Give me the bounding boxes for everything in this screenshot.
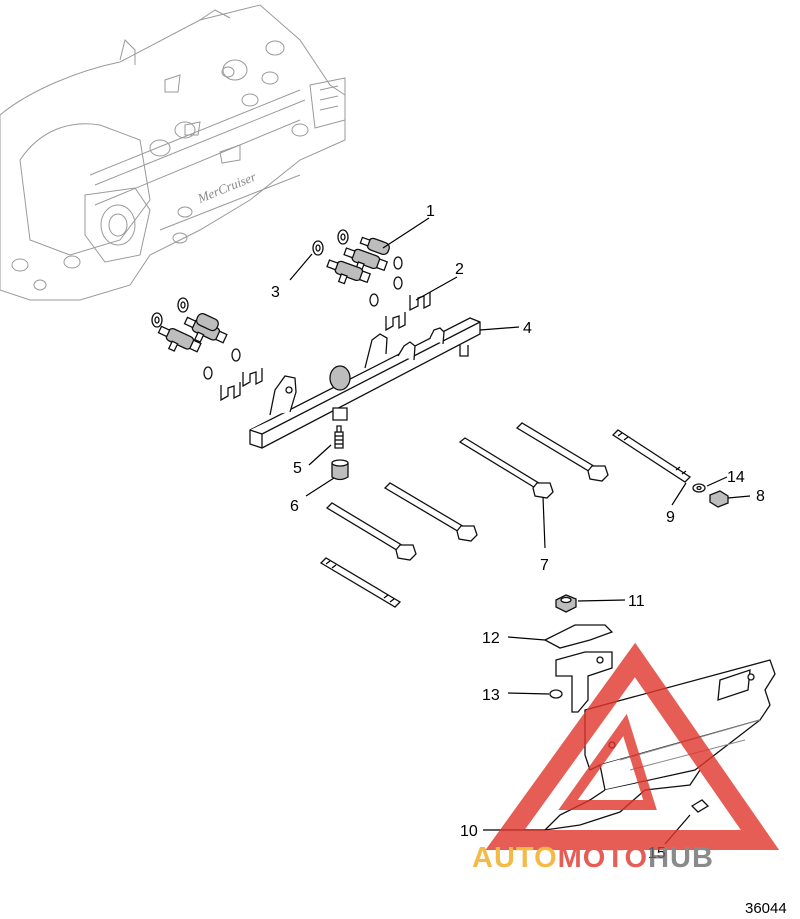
schrader-valve bbox=[334, 425, 344, 449]
callout-11: 11 bbox=[628, 593, 645, 610]
callout-labels: 1 2 3 4 5 6 7 8 9 10 11 12 13 14 15 bbox=[271, 203, 765, 862]
fuel-injector-set-upper bbox=[312, 229, 403, 307]
callout-4: 4 bbox=[523, 320, 532, 337]
callout-14: 14 bbox=[727, 469, 745, 486]
callout-3: 3 bbox=[271, 284, 280, 301]
stud-lower bbox=[319, 557, 402, 608]
figure-number: 36044 bbox=[745, 900, 787, 917]
svg-text:AUTOMOTOHUB: AUTOMOTOHUB bbox=[472, 842, 714, 874]
watermark-word-auto: AUTO bbox=[472, 842, 558, 874]
intake-manifold: MerCruiser bbox=[0, 4, 346, 301]
screw-15 bbox=[690, 799, 710, 813]
callout-5: 5 bbox=[293, 460, 302, 477]
automotohub-watermark: AUTOMOTOHUB bbox=[472, 642, 780, 874]
bolts bbox=[319, 422, 692, 608]
washer-14 bbox=[692, 483, 706, 493]
nut-11 bbox=[555, 594, 577, 613]
callout-7: 7 bbox=[540, 557, 549, 574]
stud-9 bbox=[611, 429, 692, 483]
callout-8: 8 bbox=[756, 488, 765, 505]
callout-12: 12 bbox=[482, 630, 500, 647]
bolt-a bbox=[458, 437, 554, 499]
retaining-clips bbox=[220, 292, 431, 402]
bolt-d bbox=[325, 502, 417, 561]
callout-6: 6 bbox=[290, 498, 299, 515]
callout-2: 2 bbox=[455, 261, 464, 278]
bolt-c bbox=[383, 482, 478, 542]
watermark-triangle-inner bbox=[558, 713, 657, 810]
callout-10: 10 bbox=[460, 823, 478, 840]
fuel-injector-set-left bbox=[151, 297, 241, 380]
nut-8 bbox=[709, 490, 729, 508]
fuel-rail bbox=[249, 317, 481, 449]
valve-cap bbox=[331, 459, 349, 481]
watermark-triangle-outer bbox=[485, 642, 780, 850]
callout-13: 13 bbox=[482, 687, 500, 704]
callout-1: 1 bbox=[426, 203, 435, 220]
bolt-b bbox=[515, 422, 609, 482]
callout-9: 9 bbox=[666, 509, 675, 526]
watermark-word-hub: HUB bbox=[648, 842, 714, 874]
watermark-word-moto: MOTO bbox=[558, 842, 648, 874]
o-ring-13 bbox=[549, 689, 563, 699]
bracket-plate-12 bbox=[543, 624, 614, 649]
leader-lines bbox=[289, 217, 751, 845]
